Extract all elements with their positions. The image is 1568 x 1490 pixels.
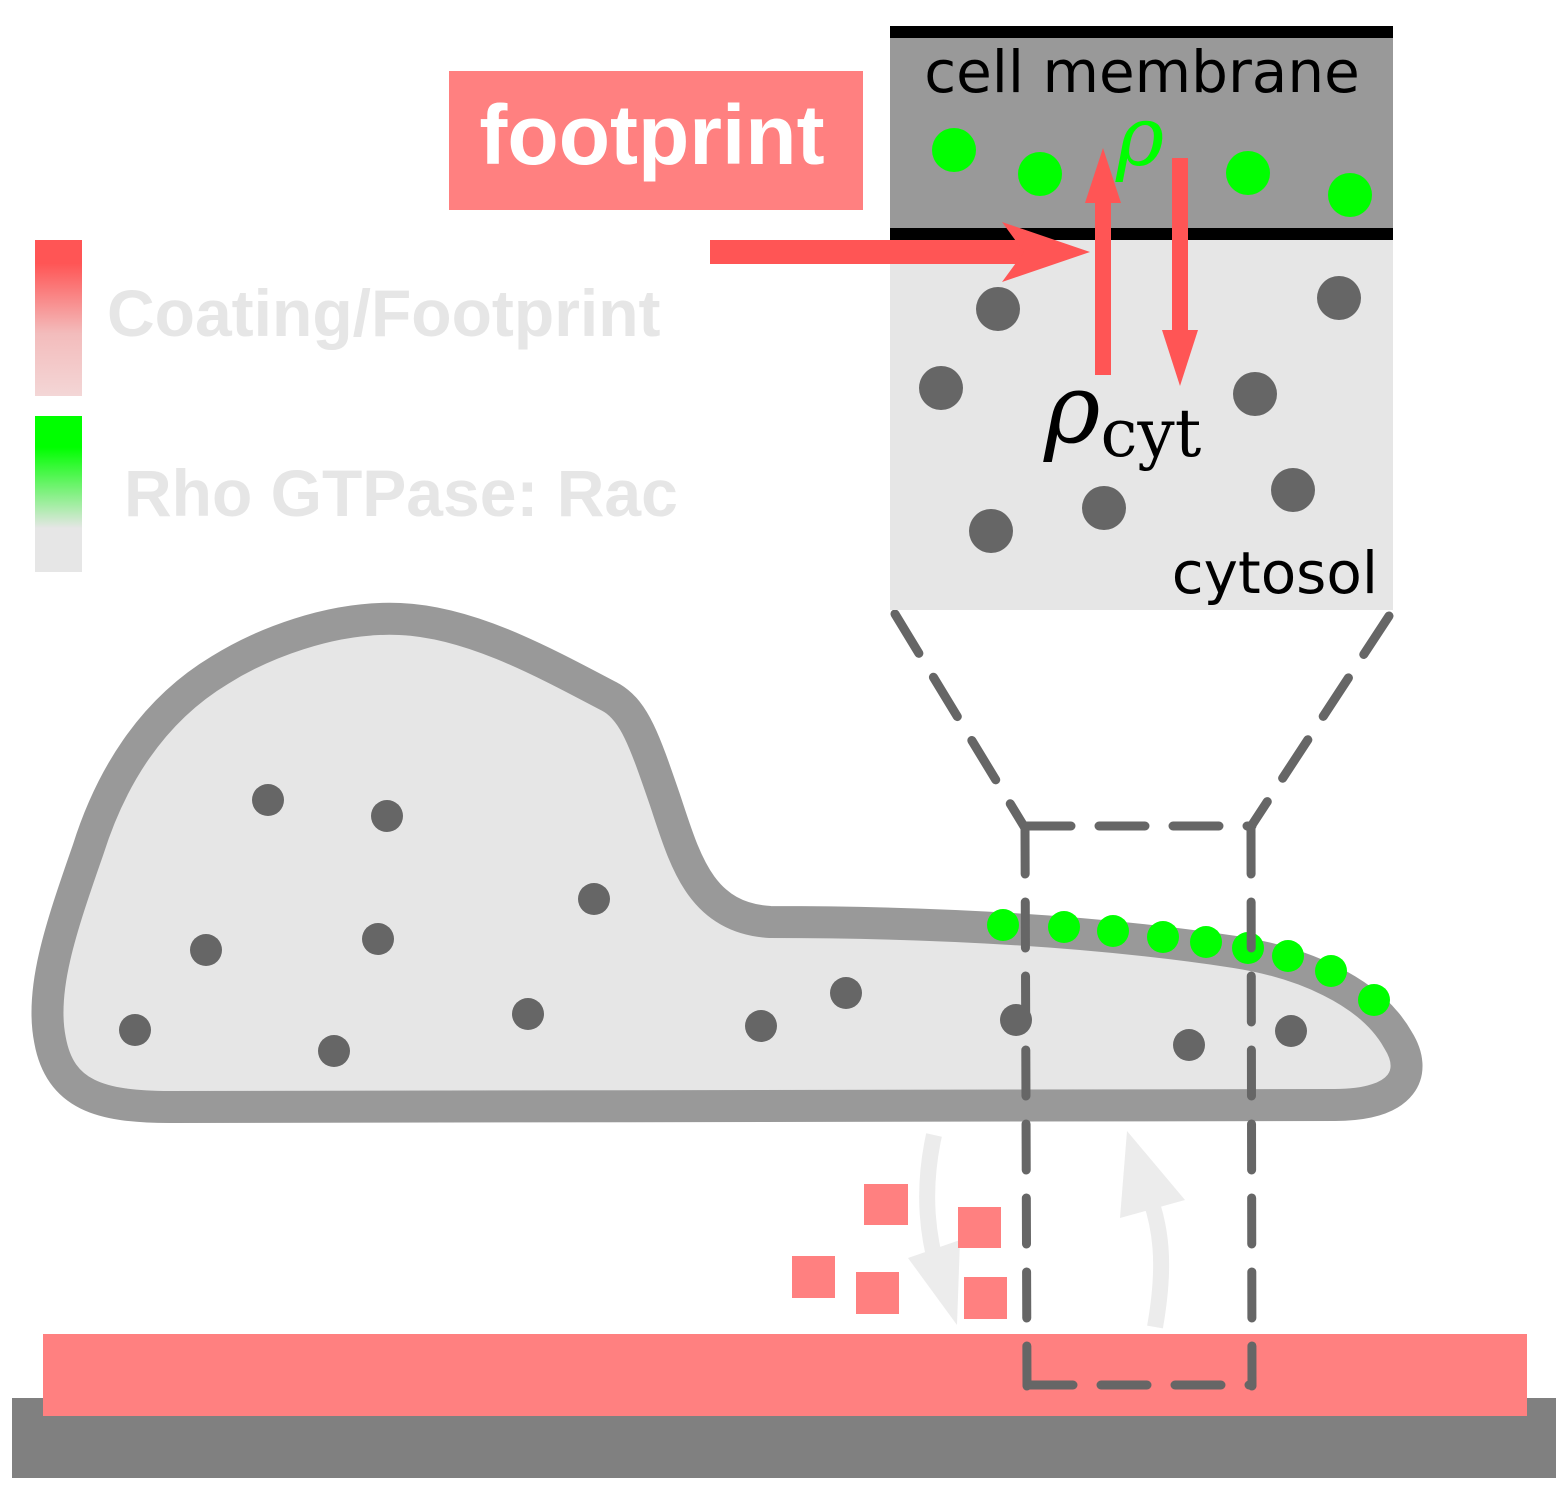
footprint-arrow-shaft — [710, 240, 1030, 264]
inset: cell membrane cytosol ρ ρcyt — [890, 26, 1393, 610]
legend-rac-swatch — [35, 416, 82, 572]
legend-rac-label: Rho GTPase: Rac — [124, 456, 678, 530]
rac-molecule — [932, 128, 976, 172]
molecule — [190, 934, 222, 966]
molecule — [512, 998, 544, 1030]
footprint-label: footprint — [479, 88, 824, 182]
rac-molecule — [1097, 915, 1129, 947]
footprint-callout: footprint — [449, 71, 1090, 282]
molecule — [362, 923, 394, 955]
substrate-group — [12, 1334, 1556, 1478]
molecule — [969, 509, 1013, 553]
zoom-line-left — [890, 609, 1030, 833]
cell-body — [31, 602, 1423, 1123]
membrane-top-line — [890, 26, 1393, 38]
inset-rac-dots — [932, 128, 1372, 217]
footprint-particle — [864, 1184, 908, 1225]
molecule — [830, 977, 862, 1009]
footprint-coating-layer — [43, 1334, 1527, 1416]
molecule — [252, 784, 284, 816]
zoom-line-right-vertical — [1246, 823, 1257, 1391]
molecule — [1317, 276, 1361, 320]
molecule — [745, 1010, 777, 1042]
membrane-rac-dots — [987, 909, 1390, 1016]
molecule — [1233, 372, 1277, 416]
rac-molecule — [1328, 173, 1372, 217]
detachment-arrow-shaft — [1172, 158, 1188, 338]
membrane-bottom-line — [890, 228, 1393, 240]
rac-molecule — [1048, 911, 1080, 943]
rac-molecule — [1018, 152, 1062, 196]
footprint-exchange — [792, 1131, 1185, 1329]
molecule — [119, 1014, 151, 1046]
footprint-particle — [792, 1256, 835, 1298]
footprint-particles — [792, 1184, 1007, 1319]
molecule — [1173, 1029, 1205, 1061]
rac-molecule — [1190, 926, 1222, 958]
cell-molecules — [119, 784, 1307, 1067]
exchange-arrow-down-head — [908, 1240, 960, 1325]
rac-molecule — [987, 909, 1019, 941]
attachment-arrow-head — [1085, 148, 1121, 203]
molecule — [1275, 1015, 1307, 1047]
footprint-label-box — [449, 71, 863, 210]
footprint-particle — [856, 1272, 899, 1314]
detachment-arrow-head — [1162, 330, 1198, 386]
attachment-arrow-shaft — [1095, 195, 1111, 375]
footprint-arrow-head — [1002, 222, 1090, 282]
inset-cytosol-molecules — [919, 276, 1361, 553]
molecule — [976, 287, 1020, 331]
legend: Coating/Footprint Rho GTPase: Rac — [35, 240, 678, 572]
legend-coating-swatch — [35, 240, 82, 396]
rac-molecule — [1226, 151, 1270, 195]
membrane-rac-symbol: ρ — [1115, 90, 1164, 185]
rac-molecule — [1147, 921, 1179, 953]
zoom-line-right — [1245, 611, 1394, 833]
rac-molecule — [1315, 955, 1347, 987]
inset-membrane-band — [890, 32, 1393, 234]
cytosolic-rac-symbol: ρcyt — [1043, 353, 1201, 472]
molecule — [1271, 468, 1315, 512]
rac-molecule — [1358, 984, 1390, 1016]
zoom-line-left-vertical — [1020, 823, 1032, 1391]
membrane-label: cell membrane — [924, 38, 1360, 106]
molecule — [318, 1035, 350, 1067]
molecule — [578, 883, 610, 915]
legend-coating-label: Coating/Footprint — [107, 276, 661, 350]
footprint-particle — [964, 1277, 1007, 1319]
molecule — [371, 800, 403, 832]
molecule — [919, 366, 963, 410]
exchange-arrow-up-head — [1120, 1131, 1185, 1218]
rac-molecule — [1272, 940, 1304, 972]
cytosol-label: cytosol — [1172, 539, 1378, 607]
footprint-particle — [958, 1207, 1001, 1248]
exchange-arrows — [1085, 148, 1198, 386]
zoom-lines — [890, 609, 1394, 1391]
molecule — [1082, 486, 1126, 530]
inset-cytosol-background — [890, 234, 1393, 610]
